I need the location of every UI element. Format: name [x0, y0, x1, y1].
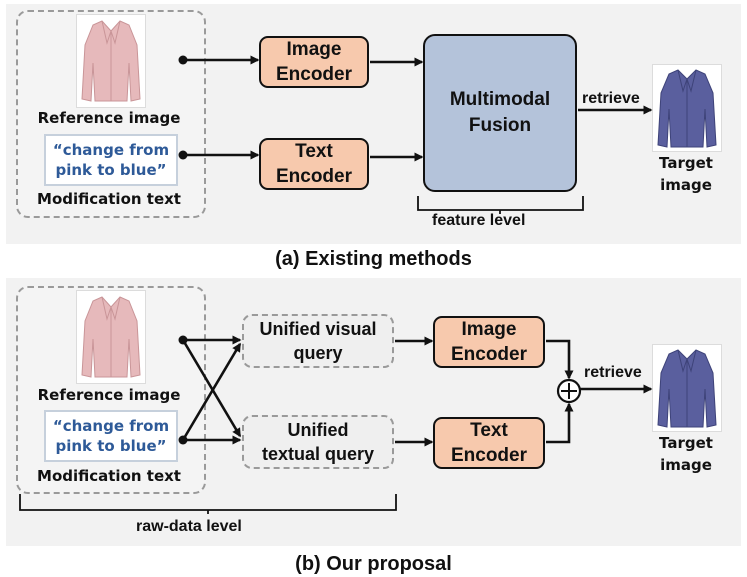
- panel-a-level-label: feature level: [432, 212, 526, 229]
- panel-b-text-encoder: Text Encoder: [433, 417, 545, 469]
- panel-b-level-label: raw-data level: [136, 518, 242, 535]
- panel-a-target-label: Target image: [646, 152, 726, 196]
- panel-b-modification-label: Modification text: [37, 467, 181, 485]
- panel-a-target-label-line2: image: [660, 176, 712, 194]
- panel-a-feature-level-brace: [417, 196, 584, 211]
- panel-b-reference-label: Reference image: [37, 386, 181, 404]
- panel-b-retrieve-label: retrieve: [584, 364, 642, 381]
- blue-coat-icon: [657, 349, 717, 428]
- panel-a-reference-label: Reference image: [37, 109, 181, 127]
- panel-a-target-image: [652, 64, 722, 152]
- panel-b-raw-data-level-brace: [19, 494, 397, 511]
- panel-b-arrow-image-encoder-to-sum: [546, 339, 574, 380]
- panel-b-arrow-text-encoder-to-sum: [546, 402, 574, 444]
- panel-a-reference-image: [76, 14, 146, 108]
- plus-circle-icon: [556, 378, 582, 404]
- panel-b-target-label: Target image: [646, 432, 726, 476]
- panel-b-arrow-text-to-visual: [181, 342, 242, 441]
- panel-b-reference-image: [76, 290, 146, 384]
- panel-a-target-label-line1: Target: [659, 154, 713, 172]
- panel-b-target-label-line2: image: [660, 456, 712, 474]
- panel-b-target-image: [652, 344, 722, 432]
- panel-a-modification-text-box: “change from pink to blue”: [44, 134, 178, 186]
- panel-b-image-encoder: Image Encoder: [433, 316, 545, 368]
- pink-coat-icon: [81, 20, 141, 102]
- panel-a-image-encoder: Image Encoder: [259, 36, 369, 88]
- panel-b-modification-text-box: “change from pink to blue”: [44, 410, 178, 462]
- panel-a-retrieve-label: retrieve: [582, 90, 640, 107]
- panel-b-caption: (b) Our proposal: [295, 553, 452, 575]
- panel-b-unified-textual-query: Unified textual query: [242, 415, 394, 469]
- panel-a-modification-label: Modification text: [37, 190, 181, 208]
- panel-b-arrow-image-to-textual: [181, 339, 242, 438]
- panel-a-multimodal-fusion: Multimodal Fusion: [423, 34, 577, 192]
- panel-b-target-label-line1: Target: [659, 434, 713, 452]
- panel-a-caption: (a) Existing methods: [275, 248, 472, 270]
- panel-a-text-encoder: Text Encoder: [259, 138, 369, 190]
- blue-coat-icon: [657, 69, 717, 148]
- panel-b-unified-visual-query: Unified visual query: [242, 314, 394, 368]
- pink-coat-icon: [81, 296, 141, 378]
